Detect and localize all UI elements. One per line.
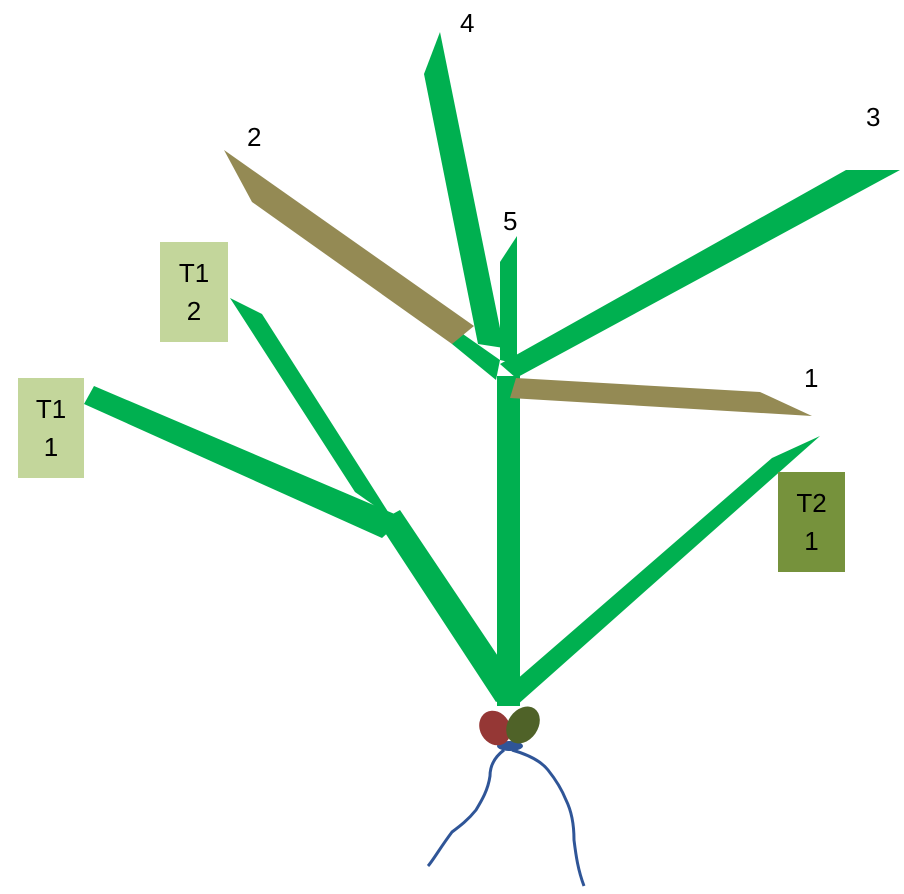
tiller-label-t1-1-line1: T1 <box>35 394 67 424</box>
label-leaf-5: 5 <box>503 206 517 236</box>
main-leaf-3 <box>500 170 900 378</box>
main-leaf-5 <box>500 236 517 364</box>
main-leaf-2 <box>224 150 474 344</box>
root-left <box>426 748 505 868</box>
tiller-label-t1-1-line2: 1 <box>43 432 59 462</box>
tiller-label-t1-2: T1 2 <box>160 242 228 342</box>
tiller-t1-leaf-1 <box>84 386 404 538</box>
tiller-label-t1-1: T1 1 <box>18 378 84 478</box>
tiller-t2-leaf-1 <box>500 436 820 706</box>
main-leaf-4 <box>424 32 504 348</box>
tiller-t1-stem <box>378 510 522 702</box>
tiller-label-t2-1: T2 1 <box>778 472 845 572</box>
root-right <box>511 748 586 887</box>
label-leaf-1: 1 <box>804 363 818 393</box>
label-leaf-3: 3 <box>866 102 880 132</box>
label-leaf-4: 4 <box>460 8 474 38</box>
seed-green <box>506 706 540 744</box>
main-stem <box>497 376 520 706</box>
label-leaf-2: 2 <box>247 122 261 152</box>
main-leaf-1 <box>510 378 812 416</box>
seed-red <box>479 710 511 746</box>
tiller-t1-leaf-2 <box>230 298 392 518</box>
tiller-label-t1-2-line1: T1 <box>178 258 210 288</box>
tiller-label-t2-1-line2: 1 <box>804 526 819 556</box>
tiller-label-t1-2-line2: 2 <box>186 296 202 326</box>
tiller-label-t2-1-line1: T2 <box>796 488 827 518</box>
